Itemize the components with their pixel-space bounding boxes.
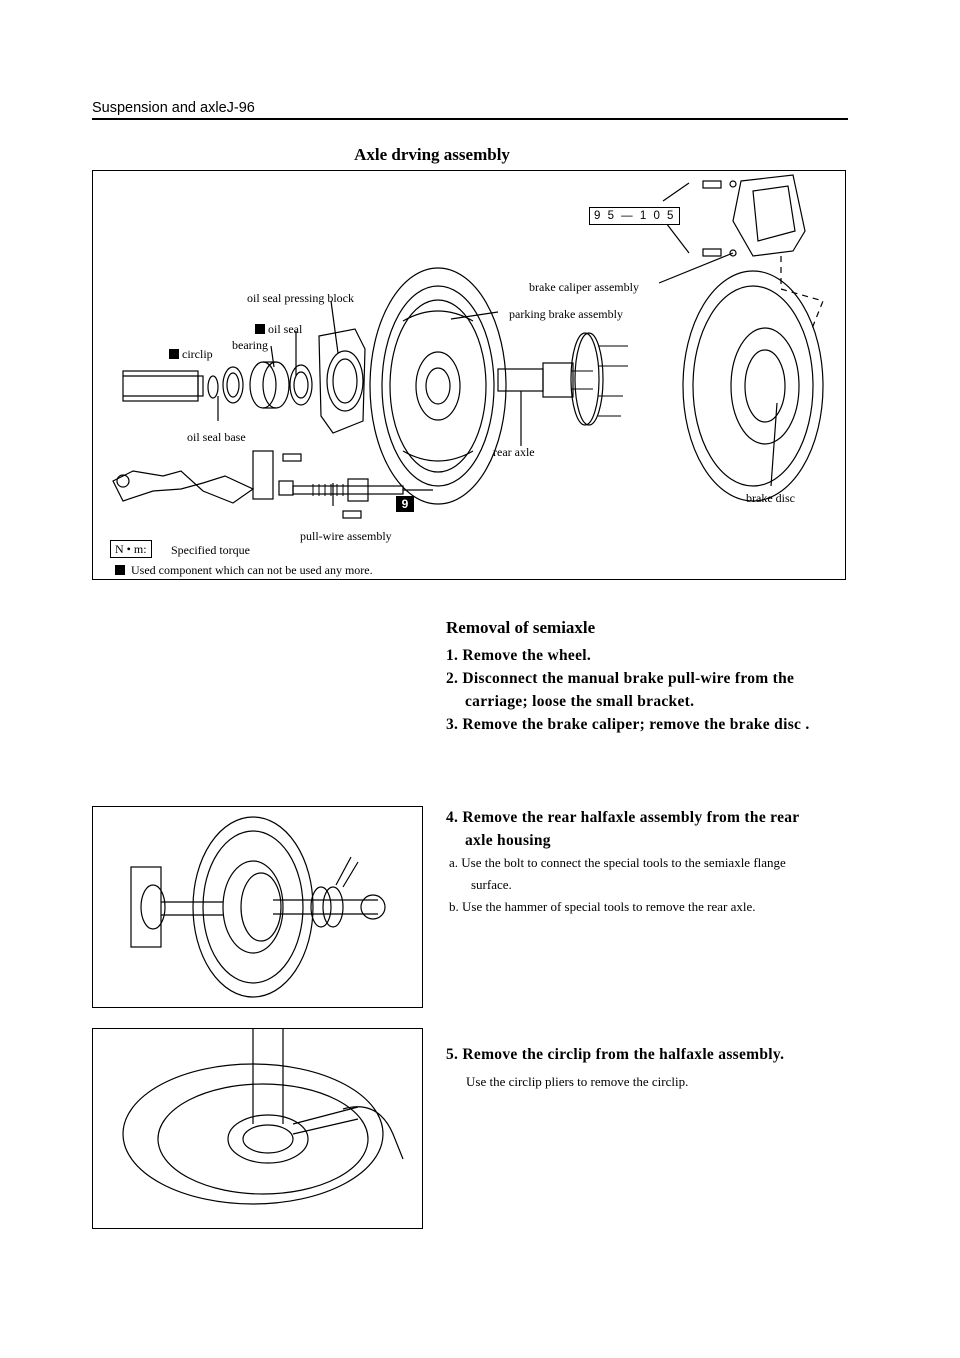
step-4a: a. Use the bolt to connect the special t… <box>449 855 786 892</box>
step-4-substeps: a. Use the bolt to connect the special t… <box>449 852 859 918</box>
label-oil-seal-pressing-block: oil seal pressing block <box>247 291 354 305</box>
diagram-title: Axle drving assembly <box>354 145 510 164</box>
step-4b: b. Use the hammer of special tools to re… <box>449 899 756 914</box>
step-1: 1. Remove the wheel. <box>446 647 592 664</box>
legend-nonreusable: Used component which can not be used any… <box>115 564 373 576</box>
step-4: 4. Remove the rear halfaxle assembly fro… <box>446 809 800 849</box>
header-page-number: J-96 <box>226 100 255 116</box>
label-brake-caliper-assembly: brake caliper assembly <box>529 280 639 294</box>
diagram-drawing <box>112 174 824 519</box>
removal-section-title: Removal of semiaxle <box>446 618 596 637</box>
label-oil-seal: oil seal <box>255 323 302 335</box>
label-brake-disc: brake disc <box>746 491 795 505</box>
legend-unit-box: N • m: <box>110 540 152 558</box>
step-5: 5. Remove the circlip from the halfaxle … <box>446 1046 785 1063</box>
label-bearing: bearing <box>232 338 268 352</box>
step-2: 2. Disconnect the manual brake pull-wire… <box>446 670 795 710</box>
label-circlip: circlip <box>169 348 213 360</box>
torque-value-box: 9 5 — 1 0 5 <box>589 207 681 225</box>
label-rear-axle: rear axle <box>493 445 535 459</box>
step-3: 3. Remove the brake caliper; remove the … <box>446 716 810 733</box>
nonreusable-marker <box>169 349 179 359</box>
photo-halfaxle-removal <box>92 806 423 1008</box>
page-header: Suspension and axleJ-96 <box>92 100 255 116</box>
step-5-note: Use the circlip pliers to remove the cir… <box>466 1074 689 1089</box>
label-pull-wire-assembly: pull-wire assembly <box>300 529 392 543</box>
exploded-diagram: 9 5 — 1 0 5 9 brake caliper assembly oil… <box>92 170 846 580</box>
legend-unit-description: Specified torque <box>171 543 250 557</box>
nonreusable-marker <box>115 565 125 575</box>
torque-value-small-box: 9 <box>396 496 414 512</box>
removal-steps-1-3: 1. Remove the wheel. 2. Disconnect the m… <box>446 644 866 736</box>
photo-circlip-removal <box>92 1028 423 1229</box>
header-rule <box>92 118 848 120</box>
label-parking-brake-assembly: parking brake assembly <box>509 307 623 321</box>
photo-circlip-drawing <box>122 1029 404 1205</box>
header-section: Suspension and axle <box>92 100 227 116</box>
photo-halfaxle-drawing <box>130 816 386 998</box>
label-oil-seal-base: oil seal base <box>187 430 246 444</box>
nonreusable-marker <box>255 324 265 334</box>
